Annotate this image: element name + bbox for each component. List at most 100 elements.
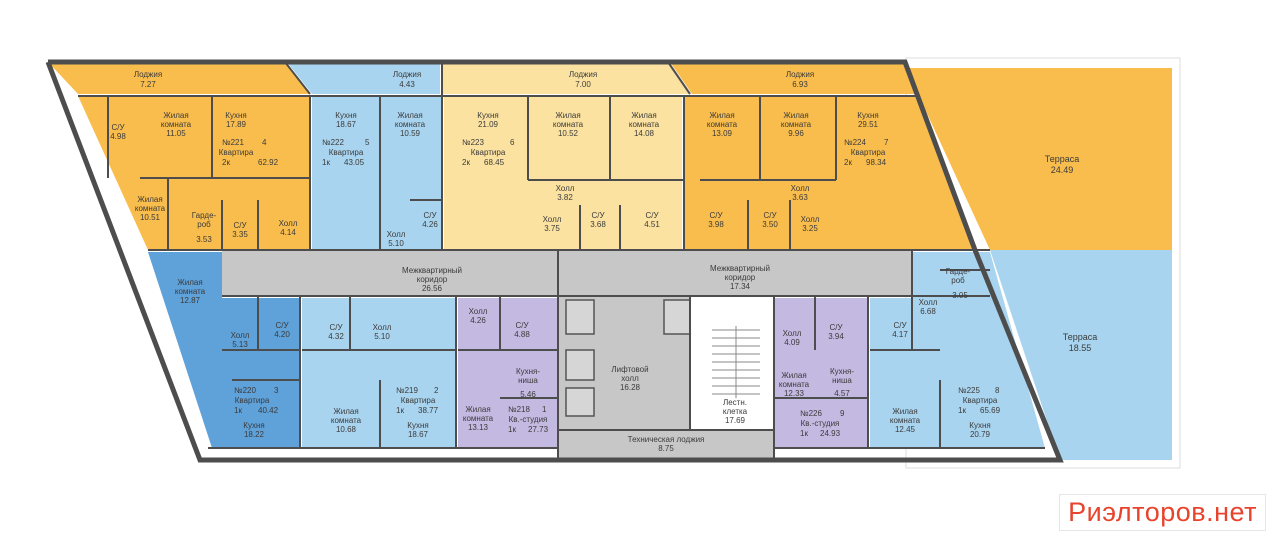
- apt-222-cu-label: С/У: [423, 211, 437, 220]
- apt-226-cu-value: 3.94: [828, 332, 844, 341]
- corridor-right-label-1: Межквартирный: [710, 264, 770, 273]
- apt-223-hall1-value: 3.82: [557, 193, 573, 202]
- apt-224-cu2-label: С/У: [763, 211, 777, 220]
- apt-218-niche-label-1: Кухня-: [516, 367, 540, 376]
- apt-222-kitchen-label: Кухня: [335, 111, 356, 120]
- loggia-4-area: [670, 62, 918, 94]
- apt-224-num: 7: [884, 138, 889, 147]
- apt-220-kitchen-label: Кухня: [243, 421, 264, 430]
- apt-222-area: 43.05: [344, 158, 365, 167]
- apt-218-tag: №218: [508, 405, 530, 414]
- apt-224-kitchen-value: 29.51: [858, 120, 879, 129]
- apt-225-type: Квартира: [963, 396, 998, 405]
- corridor-left-area-value: 26.56: [422, 284, 443, 293]
- apt-221-living2-value: 10.51: [140, 213, 161, 222]
- apt-220-num: 3: [274, 386, 279, 395]
- loggia-2-area: [287, 62, 440, 94]
- apt-224-living2-value: 9.96: [788, 129, 804, 138]
- apt-224-cu1-label: С/У: [709, 211, 723, 220]
- stairs-label-1: Лестн.: [723, 398, 747, 407]
- apt-224-living2-label-1: Жилая: [783, 111, 808, 120]
- apt-225-num: 8: [995, 386, 1000, 395]
- apt-221-living2-label-1: Жилая: [137, 195, 162, 204]
- apt-223-living2-label-2: комната: [629, 120, 660, 129]
- apt-223-hall2-value: 3.75: [544, 224, 560, 233]
- apt-221-living1-label-1: Жилая: [163, 111, 188, 120]
- apt-226-rooms: 1к: [800, 429, 808, 438]
- apt-223-num: 6: [510, 138, 515, 147]
- apt-218-living-label-2: комната: [463, 414, 494, 423]
- apt-225-tag: №225: [958, 386, 980, 395]
- terrace-2-area-value: 18.55: [1069, 343, 1092, 353]
- apt-219-living-label-2: комната: [331, 416, 362, 425]
- apt-224-hall2-label: Холл: [801, 215, 820, 224]
- apt-226-hall-label: Холл: [783, 329, 802, 338]
- tech-loggia-label: Техническая лоджия: [628, 435, 705, 444]
- elevator-shaft-1: [565, 299, 595, 335]
- apt-219-cu-value: 4.32: [328, 332, 344, 341]
- loggia-4-label: Лоджия: [786, 70, 814, 79]
- apt-220-area: 40.42: [258, 406, 279, 415]
- apt-224-type: Квартира: [851, 148, 886, 157]
- apt-220-tag: №220: [234, 386, 256, 395]
- terrace-1-area-value: 24.49: [1051, 165, 1074, 175]
- apt-220-hall-value: 5.13: [232, 340, 248, 349]
- apt-225-hall1-label: Холл: [919, 298, 938, 307]
- apt-223: Кухня 21.09 Жилая комната 10.52 Жилая ко…: [462, 111, 660, 233]
- apt-224-rooms: 2к: [844, 158, 852, 167]
- elevator-shaft-2: [565, 349, 595, 381]
- apt-224-living1-label-1: Жилая: [709, 111, 734, 120]
- watermark-logo: Риэлторов.нет: [1059, 494, 1266, 531]
- apt-223-living1-label-2: комната: [553, 120, 584, 129]
- apt-222-hall-value: 5.10: [388, 239, 404, 248]
- apt-222-hall-label: Холл: [387, 230, 406, 239]
- loggia-2-label: Лоджия: [393, 70, 421, 79]
- apt-221-rooms: 2к: [222, 158, 230, 167]
- loggia-2-area-value: 4.43: [399, 80, 415, 89]
- loggia-1-area-value: 7.27: [140, 80, 156, 89]
- apt-224-living1-value: 13.09: [712, 129, 733, 138]
- apt-224-hall1-label: Холл: [791, 184, 810, 193]
- apt-225-kitchen-label: Кухня: [969, 421, 990, 430]
- apt-220-cu-value: 4.20: [274, 330, 290, 339]
- apt-222: Кухня 18.67 Жилая комната 10.59 №222 5 К…: [322, 111, 438, 248]
- apt-219-kitchen-value: 18.67: [408, 430, 429, 439]
- apt-219-living-value: 10.68: [336, 425, 357, 434]
- apt-226-cu-label: С/У: [829, 323, 843, 332]
- apt-225-rooms: 1к: [958, 406, 966, 415]
- apt-221-kitchen-label: Кухня: [225, 111, 246, 120]
- apt-219-hall-value: 5.10: [374, 332, 390, 341]
- elevator-shaft-4: [663, 299, 691, 335]
- apt-221-hall-value: 4.14: [280, 228, 296, 237]
- apt-219-type: Квартира: [401, 396, 436, 405]
- apt-224-hall1-value: 3.63: [792, 193, 808, 202]
- apt-223-hall1-label: Холл: [556, 184, 575, 193]
- apt-224-hall2-value: 3.25: [802, 224, 818, 233]
- apt-223-cu1-label: С/У: [591, 211, 605, 220]
- apt-221-living1-value: 11.05: [166, 129, 186, 138]
- corridor-right-area-value: 17.34: [730, 282, 751, 291]
- apt-221-living2-label-2: комната: [135, 204, 166, 213]
- apt-224-living1-label-2: комната: [707, 120, 738, 129]
- apt-222-living-label-1: Жилая: [397, 111, 422, 120]
- apt-218-hall-label: Холл: [469, 307, 488, 316]
- apt-221-num: 4: [262, 138, 267, 147]
- apt-224-living2-label-2: комната: [781, 120, 812, 129]
- apt-221-wardrobe-label-2: роб: [197, 220, 211, 229]
- apt-220: Жилая комната 12.87 Холл 5.13 С/У 4.20 №…: [175, 278, 290, 439]
- apt-218-num: 1: [542, 405, 547, 414]
- elevator-shaft-3: [565, 387, 595, 417]
- apt-226-area: [774, 298, 868, 448]
- apt-224-kitchen-label: Кухня: [857, 111, 878, 120]
- apt-225-area: [870, 252, 1045, 448]
- apt-220-rooms: 1к: [234, 406, 242, 415]
- apt-219-num: 2: [434, 386, 439, 395]
- apt-222-rooms: 1к: [322, 158, 330, 167]
- apt-221-area: 62.92: [258, 158, 279, 167]
- apt-225: Гарде- роб 3.05 Холл 6.68 С/У 4.17 №225 …: [890, 267, 1001, 439]
- apt-221-cu2-label: С/У: [233, 221, 247, 230]
- apt-222-cu-value: 4.26: [422, 220, 438, 229]
- apt-223-area: 68.45: [484, 158, 505, 167]
- apt-224-cu1-value: 3.98: [708, 220, 724, 229]
- apt-225-cu-value: 4.17: [892, 330, 908, 339]
